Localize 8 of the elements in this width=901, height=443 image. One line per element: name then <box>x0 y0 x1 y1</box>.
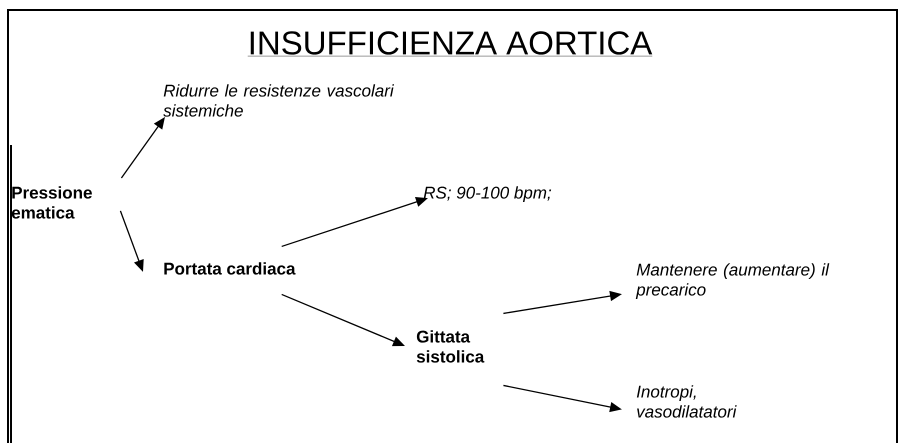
note-text: Mantenere (aumentare) il precarico <box>636 263 830 300</box>
term-text: Portata cardiaca <box>164 262 296 275</box>
note-text: RS; 90-100 bpm; <box>424 186 552 202</box>
term-text: Gittata sistolica <box>416 330 484 363</box>
term-text: Pressione ematica <box>12 186 92 219</box>
note-text: Ridurre le resistenze vascolari sistemiche <box>163 84 394 117</box>
note-text: Inotropi, vasodilatatori <box>636 385 737 418</box>
title: INSUFFICIENZA AORTICA <box>248 31 652 56</box>
